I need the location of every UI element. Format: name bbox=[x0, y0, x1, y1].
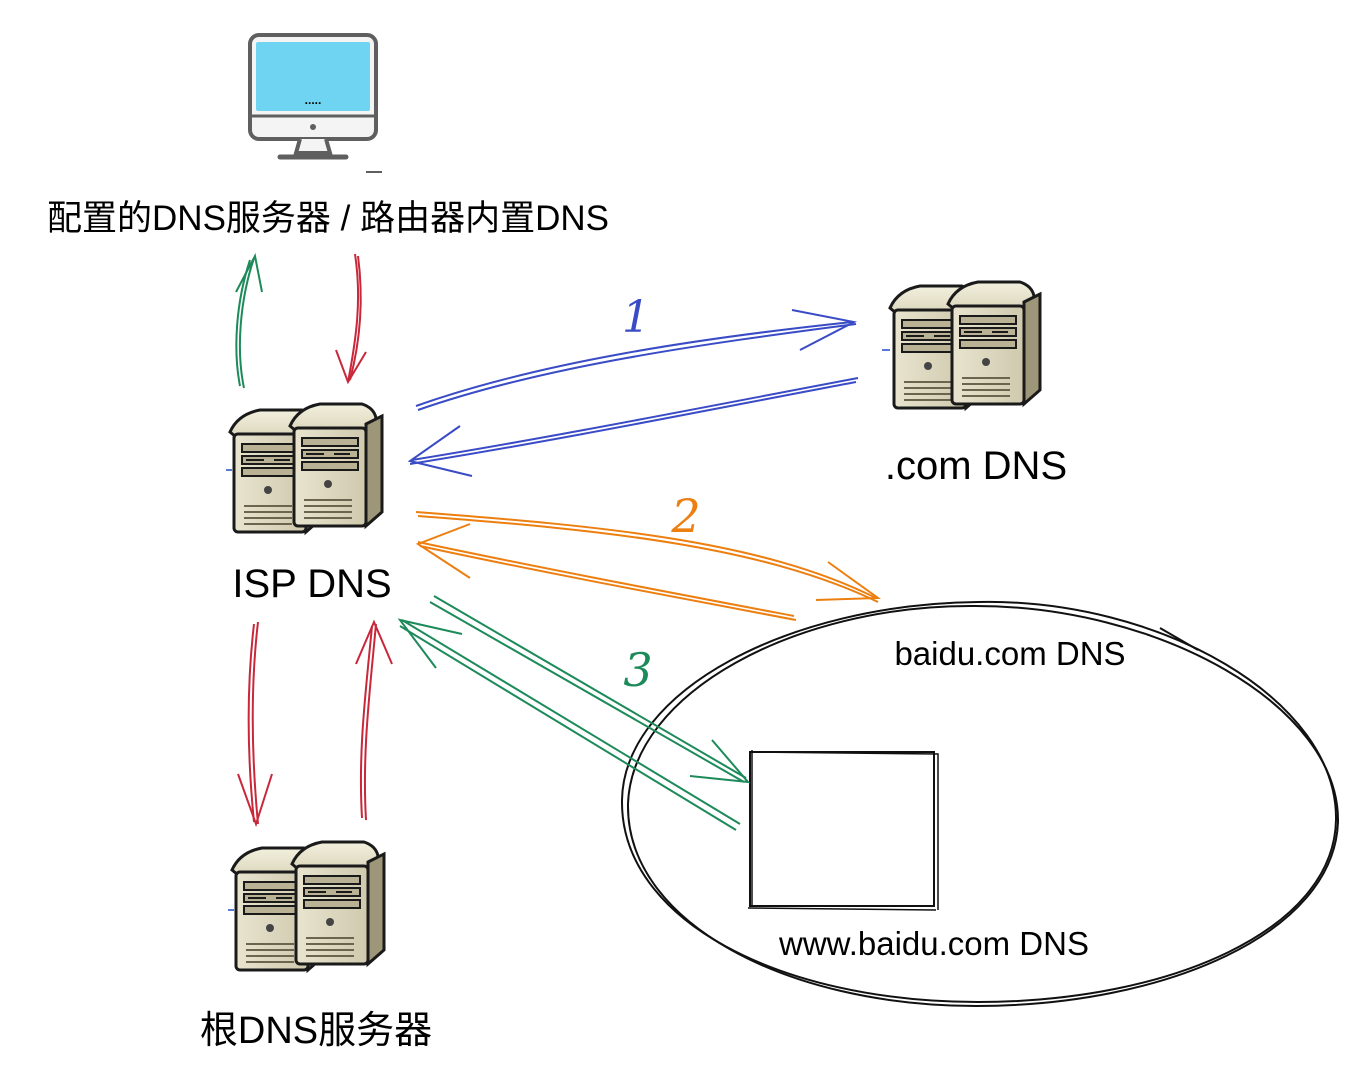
root-dns-server-icon bbox=[228, 840, 386, 972]
isp-dns-server-icon bbox=[226, 402, 384, 534]
monitor-icon: ..... bbox=[248, 33, 382, 173]
arrow-www-to-isp bbox=[397, 618, 741, 831]
root-dns-label: 根DNS服务器 bbox=[200, 1010, 432, 1052]
monitor-screen-text: ..... bbox=[305, 93, 322, 107]
arrow-com-to-isp bbox=[407, 377, 859, 477]
www-baidu-dns-box bbox=[747, 750, 939, 911]
arrow-isp-to-www bbox=[429, 595, 751, 784]
com-dns-server-icon bbox=[882, 280, 1042, 410]
arrow-isp-to-root bbox=[237, 621, 273, 828]
step-3-label: 3 bbox=[623, 643, 652, 697]
arrow-isp-to-baidu bbox=[415, 511, 881, 603]
arrow-client-to-isp bbox=[335, 253, 367, 385]
arrow-root-to-isp bbox=[355, 619, 393, 821]
step-2-label: 2 bbox=[670, 489, 700, 543]
isp-dns-label: ISP DNS bbox=[232, 562, 391, 606]
www-baidu-dns-label: www.baidu.com DNS bbox=[778, 925, 1089, 962]
arrow-isp-to-client bbox=[235, 253, 263, 389]
arrow-isp-to-com bbox=[415, 309, 858, 411]
client-dns-label: 配置的DNS服务器 / 路由器内置DNS bbox=[47, 199, 609, 238]
arrow-baidu-to-isp bbox=[415, 523, 797, 621]
baidu-dns-zone bbox=[620, 600, 1340, 1008]
com-dns-label: .com DNS bbox=[885, 444, 1067, 488]
monitor-screen bbox=[256, 42, 370, 111]
baidu-dns-label: baidu.com DNS bbox=[894, 635, 1125, 672]
step-1-label: 1 bbox=[622, 292, 650, 343]
